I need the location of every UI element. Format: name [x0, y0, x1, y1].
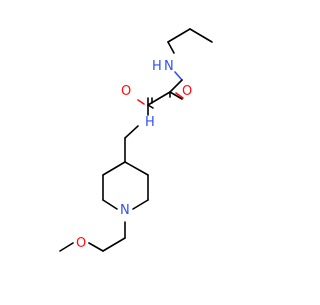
bond-left-c-n — [147, 104, 154, 109]
bond-chain-o — [88, 242, 104, 252]
molecule-diagram: N H O O H N N O — [59, 28, 213, 252]
structure-canvas: N H O O H N N O — [59, 28, 213, 252]
atom-h-isopropyl: H — [152, 59, 162, 74]
atom-h-amide: H — [145, 115, 155, 130]
bond-nh-to-carbonyl-a — [174, 71, 183, 81]
bond-chain-ch2 — [102, 237, 126, 252]
bond-nh-to-carbonyl-b — [169, 79, 183, 93]
hetero-bonds — [147, 41, 183, 116]
bond-right-c-o-a — [169, 91, 183, 100]
bonds — [59, 28, 213, 252]
atom-labels: N H O O H N N O — [76, 59, 192, 251]
bond-ch-nh-black — [167, 41, 175, 54]
bond-isopropyl-methyl-left — [167, 28, 191, 43]
double-bond-left-o-1 — [137, 99, 145, 105]
double-bond-right-o-1 — [175, 92, 184, 99]
bond-o-methyl — [59, 242, 74, 252]
atom-o-methoxy: O — [76, 236, 86, 251]
atom-o-left-carbonyl: O — [121, 84, 131, 99]
double-bonds — [137, 92, 184, 105]
bond-ring-3 — [132, 199, 149, 210]
atom-n-piperidine: N — [120, 203, 130, 218]
bond-ring-4 — [102, 199, 118, 210]
atom-o-right-carbonyl: O — [182, 84, 192, 99]
bond-ring-6 — [102, 161, 126, 176]
atom-n-isopropyl: N — [164, 59, 174, 74]
bond-isopropyl-methyl-right — [189, 28, 213, 43]
bond-n-ch2 — [124, 125, 139, 139]
bond-ring-1 — [124, 161, 149, 176]
